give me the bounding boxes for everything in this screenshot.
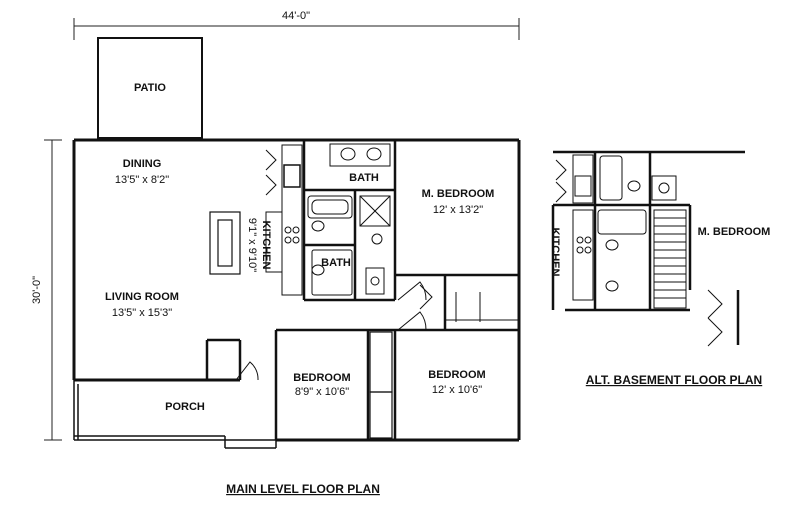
bath-1-label: BATH bbox=[349, 172, 379, 184]
bedroom-2-label: BEDROOM bbox=[293, 372, 350, 384]
bedroom-closets bbox=[369, 331, 393, 439]
bedroom-2-size: 8'9" x 10'6" bbox=[295, 386, 349, 398]
patio-label: PATIO bbox=[134, 82, 166, 94]
bedroom-3-size: 12' x 10'6" bbox=[432, 384, 482, 396]
porch-label: PORCH bbox=[165, 401, 205, 413]
master-bedroom-label: M. BEDROOM bbox=[422, 188, 495, 200]
kitchen-size: 9'1" x 9'10" bbox=[246, 218, 258, 272]
door-swings bbox=[235, 149, 519, 381]
basement-master-bedroom-label: M. BEDROOM bbox=[698, 226, 771, 238]
bath-fixtures bbox=[307, 143, 391, 296]
patio bbox=[97, 37, 203, 139]
master-bedroom-size: 12' x 13'2" bbox=[433, 204, 483, 216]
living-room-label: LIVING ROOM bbox=[105, 291, 179, 303]
basement-stairs bbox=[653, 209, 687, 309]
basement-fixtures bbox=[555, 154, 723, 347]
basement-walls bbox=[551, 150, 745, 345]
kitchen-label: KITCHEN bbox=[260, 221, 272, 270]
living-room-size: 13'5" x 15'3" bbox=[112, 307, 172, 319]
porch bbox=[73, 380, 277, 449]
basement-kitchen-label: KITCHEN bbox=[549, 228, 561, 277]
depth-dimension bbox=[44, 139, 62, 441]
basement-title: ALT. BASEMENT FLOOR PLAN bbox=[586, 373, 762, 387]
dining-label: DINING bbox=[123, 158, 162, 170]
bath-2-label: BATH bbox=[321, 257, 351, 269]
house-exterior-walls bbox=[72, 138, 521, 442]
depth-dimension-label: 30'-0" bbox=[31, 276, 43, 304]
width-dimension-label: 44'-0" bbox=[282, 10, 310, 22]
kitchen-counters bbox=[265, 144, 303, 296]
bedroom-3-label: BEDROOM bbox=[428, 369, 485, 381]
interior-walls bbox=[205, 140, 519, 440]
main-level-title: MAIN LEVEL FLOOR PLAN bbox=[226, 482, 380, 496]
dining-size: 13'5" x 8'2" bbox=[115, 174, 169, 186]
width-dimension bbox=[73, 18, 520, 40]
kitchen-island bbox=[209, 211, 241, 275]
